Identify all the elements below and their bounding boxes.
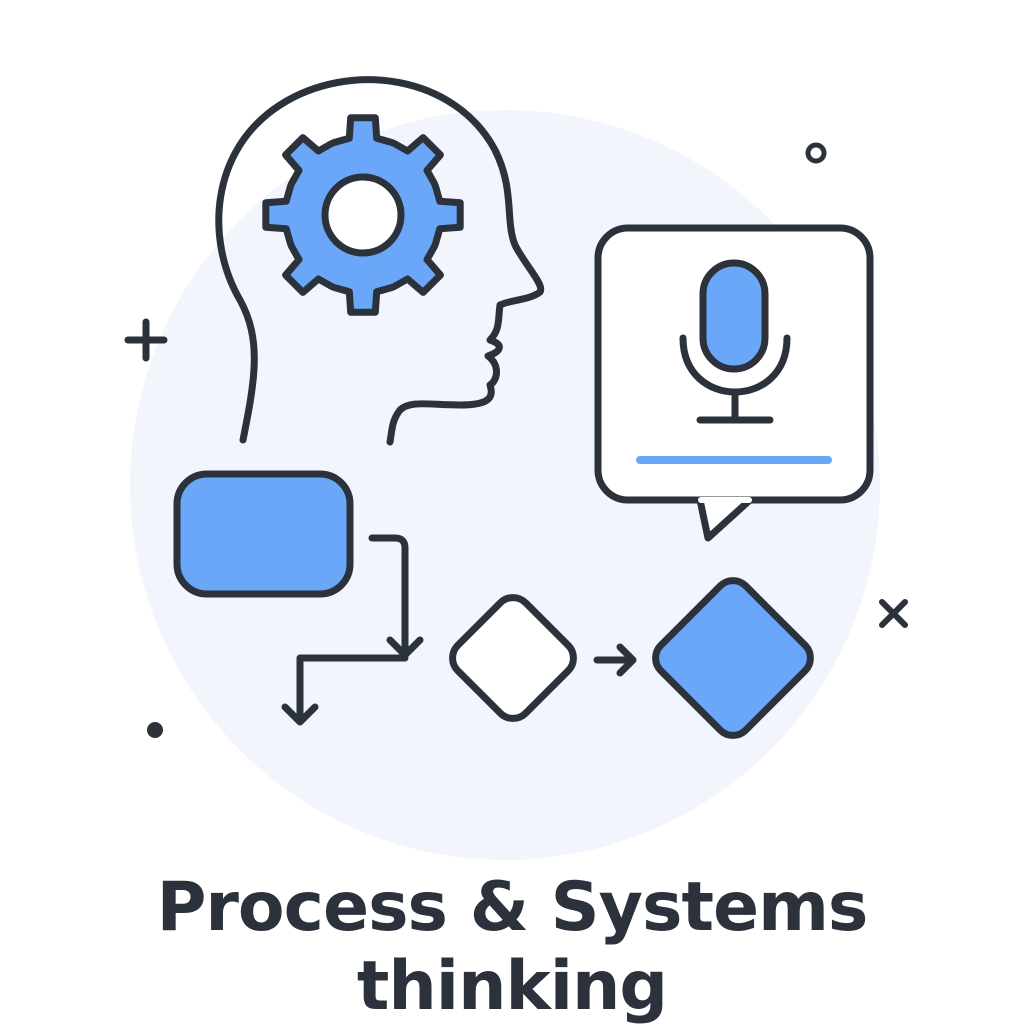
plus-sparkle-icon bbox=[124, 318, 168, 362]
page-title: Process & Systems thinking bbox=[156, 868, 869, 1024]
ring-sparkle-icon bbox=[805, 142, 827, 164]
flowchart-process-box bbox=[173, 470, 354, 598]
x-sparkle-icon bbox=[879, 599, 908, 628]
head-outline-icon bbox=[215, 76, 545, 446]
dot-sparkle-icon bbox=[147, 722, 163, 738]
flowchart-decision-empty bbox=[449, 594, 577, 722]
microphone-stand bbox=[679, 334, 791, 424]
gear-hole bbox=[321, 173, 405, 257]
flowchart-arrow-right bbox=[593, 643, 637, 677]
flowchart-branch-arrow bbox=[281, 654, 409, 726]
flowchart-decision-filled bbox=[652, 577, 814, 739]
microphone-icon bbox=[699, 259, 769, 373]
speech-bubble-tail bbox=[696, 496, 754, 542]
